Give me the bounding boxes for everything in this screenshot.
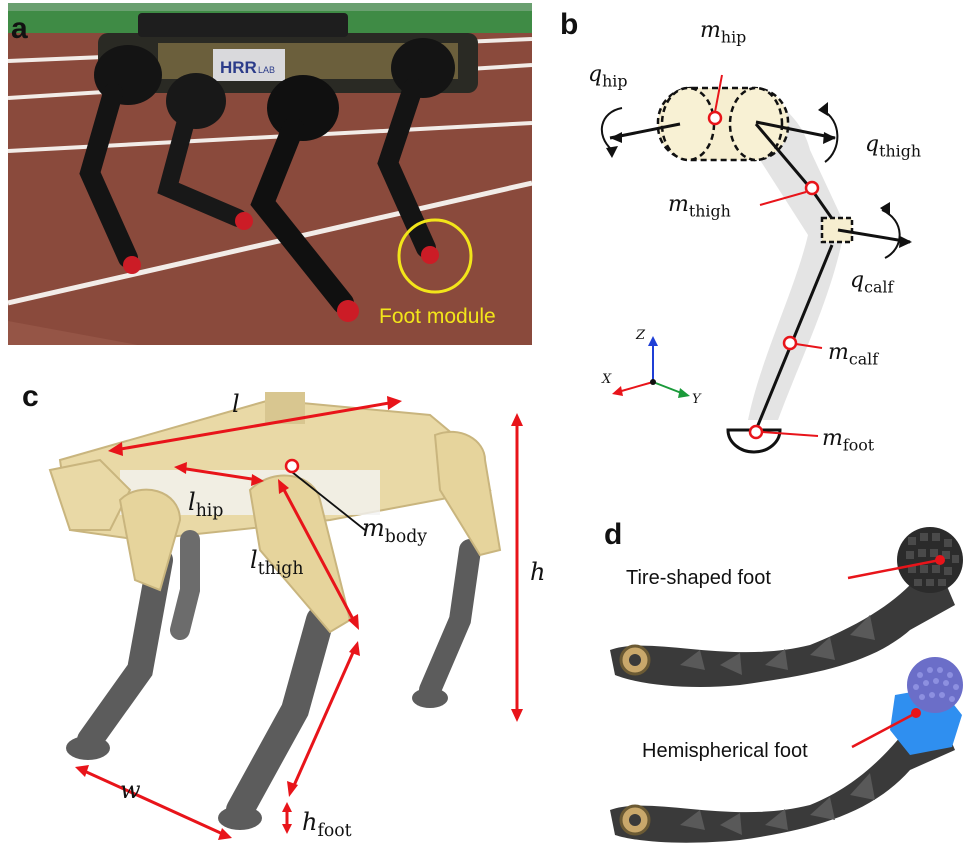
axis-x-label: X (602, 372, 612, 387)
q-hip-label: qhip (588, 62, 628, 91)
panel-d-label: d (604, 518, 623, 551)
panel-a-label: a (11, 12, 28, 45)
foot-comparison-illustration (610, 527, 963, 843)
foot-module-label: Foot module (379, 305, 496, 328)
leg-kinematic-sketch (600, 74, 912, 454)
h-foot-label: hfoot (302, 808, 352, 842)
robot-logo-sub: LAB (258, 65, 275, 75)
panel-d-diagram: Tire-shaped foot Hemispherical foot (590, 515, 970, 845)
q-calf-label: qcalf (850, 268, 894, 297)
m-foot-label: mfoot (822, 426, 875, 455)
m-thigh-label: mthigh (668, 192, 731, 221)
panel-c-diagram: l lhip lthigh mbody h w hfoot (30, 380, 560, 842)
tire-shaped-foot-label: Tire-shaped foot (626, 567, 771, 589)
length-l-label: l (232, 390, 240, 418)
m-calf-label: mcalf (828, 340, 879, 369)
width-w-label: w (120, 776, 141, 804)
height-h-label: h (530, 558, 546, 586)
robot-photo-illustration: HRR LAB (8, 3, 532, 345)
robot-dimension-sketch (48, 392, 523, 840)
m-hip-label: mhip (700, 18, 747, 47)
hemispherical-foot-label: Hemispherical foot (642, 740, 808, 762)
foot-module-circle (397, 218, 473, 294)
panel-b-diagram: qhip mhip qthigh mthigh qcalf mcalf mfoo… (560, 18, 960, 460)
m-body-label: mbody (362, 514, 428, 548)
axis-y-label: Y (692, 392, 701, 407)
q-thigh-label: qthigh (865, 132, 922, 161)
l-hip-label: lhip (188, 488, 224, 522)
panel-a-photo: HRR LAB Foot module (8, 3, 532, 345)
robot-logo: HRR (220, 58, 257, 77)
panel-b-label: b (560, 8, 579, 41)
panel-c-label: c (22, 380, 39, 413)
l-thigh-label: lthigh (250, 546, 304, 580)
axis-z-label: Z (636, 328, 646, 343)
